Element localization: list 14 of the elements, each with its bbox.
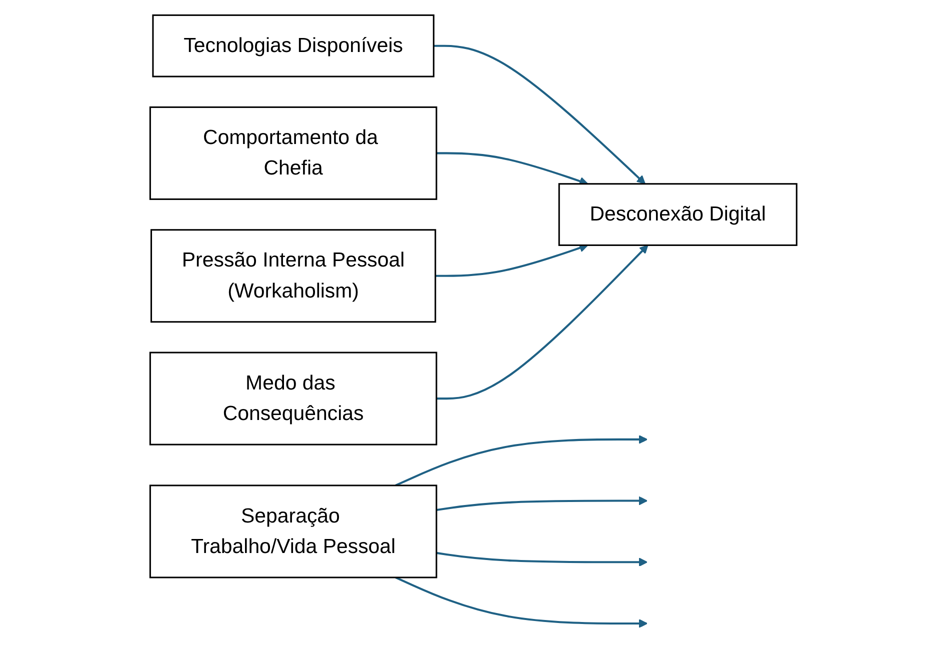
node-box: Medo das Consequências <box>149 351 437 445</box>
arrow <box>436 152 588 185</box>
arrow <box>394 576 648 628</box>
arrow <box>436 496 648 510</box>
arrow <box>436 551 648 566</box>
arrow <box>434 243 588 276</box>
node-box: Separação Trabalho/Vida Pessoal <box>149 484 437 578</box>
arrow <box>436 244 648 400</box>
node-box: Desconexão Digital <box>558 182 797 246</box>
node-box: Pressão Interna Pessoal (Workaholism) <box>150 228 436 322</box>
arrow <box>433 44 646 184</box>
node-box: Tecnologias Disponíveis <box>152 14 434 77</box>
arrow <box>394 434 648 486</box>
node-box: Comportamento da Chefia <box>149 106 437 200</box>
